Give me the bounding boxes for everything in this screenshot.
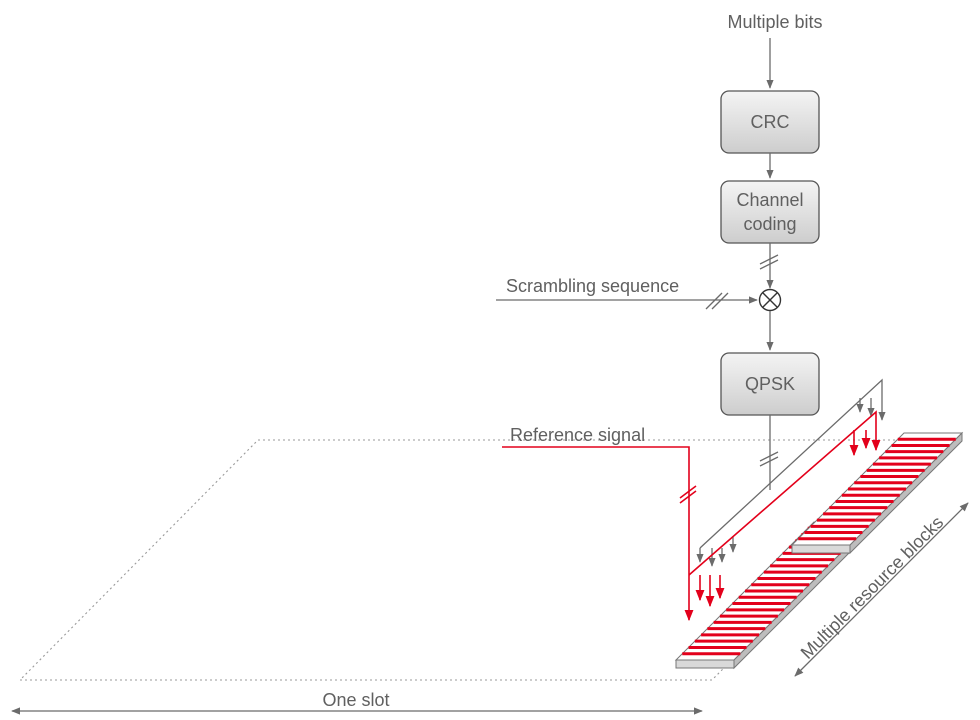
bus-slash-2 (759, 259, 779, 270)
reference-slash-1 (679, 485, 697, 499)
reference-label: Reference signal (510, 425, 645, 445)
multiply-icon (758, 288, 782, 312)
qpsk-slash-2 (759, 456, 779, 467)
data-bus (699, 378, 886, 549)
reference-line (502, 446, 694, 622)
bus-slash-1 (759, 254, 779, 265)
scrambling-label: Scrambling sequence (506, 276, 679, 296)
qpsk-label: QPSK (745, 374, 795, 394)
scrambling-slash-1 (705, 292, 723, 310)
slot-label: One slot (322, 690, 389, 710)
reference-slash-2 (679, 490, 697, 504)
channel-coding-label-1: Channel (736, 190, 803, 210)
qpsk-slash-1 (759, 451, 779, 462)
resource-blocks-arrow (794, 502, 969, 677)
crc-label: CRC (751, 112, 790, 132)
slot-plane (18, 439, 952, 681)
scrambling-slash-2 (711, 292, 729, 310)
reference-bus (688, 410, 881, 576)
input-label: Multiple bits (727, 12, 822, 32)
channel-coding-label-2: coding (743, 214, 796, 234)
